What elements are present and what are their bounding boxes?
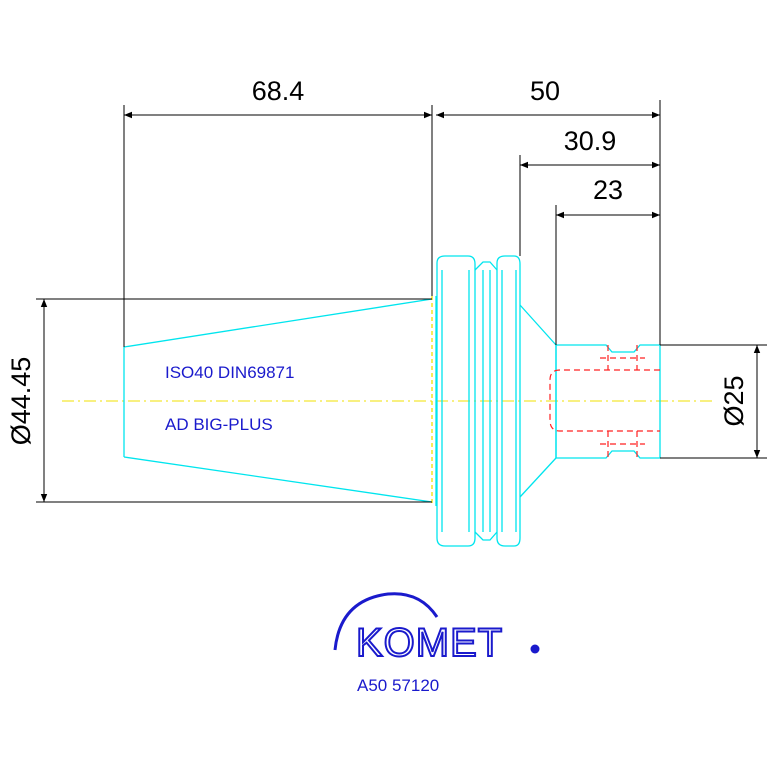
type-label: AD BIG-PLUS [165,415,273,434]
dim-label-shank-diameter: Ø25 [719,375,749,426]
part-number: A50 57120 [357,676,439,695]
dim-label-flange-diameter: Ø44.45 [6,357,36,446]
dim-overall-length: 50 [436,76,661,345]
dim-shank-diameter: Ø25 [660,344,767,459]
dim-shank-length: 23 [555,175,660,345]
neck [519,304,557,498]
komet-logo: KOMET [333,592,540,666]
dim-label-overall-length: 50 [530,76,560,106]
logo-brand-text: KOMET [356,621,503,665]
flange [436,255,521,547]
dim-groove-length: 30.9 [519,126,660,256]
dim-flange-diameter: Ø44.45 [6,298,432,503]
dim-taper-length: 68.4 [123,76,433,347]
dim-label-groove-length: 30.9 [564,126,617,156]
taper-body [123,296,437,506]
logo-arc [333,592,439,651]
hidden-bore [549,345,660,458]
dim-label-taper-length: 68.4 [252,76,305,106]
dim-label-shank-length: 23 [593,175,623,205]
standard-label: ISO40 DIN69871 [165,363,294,382]
logo-dot [530,644,540,654]
